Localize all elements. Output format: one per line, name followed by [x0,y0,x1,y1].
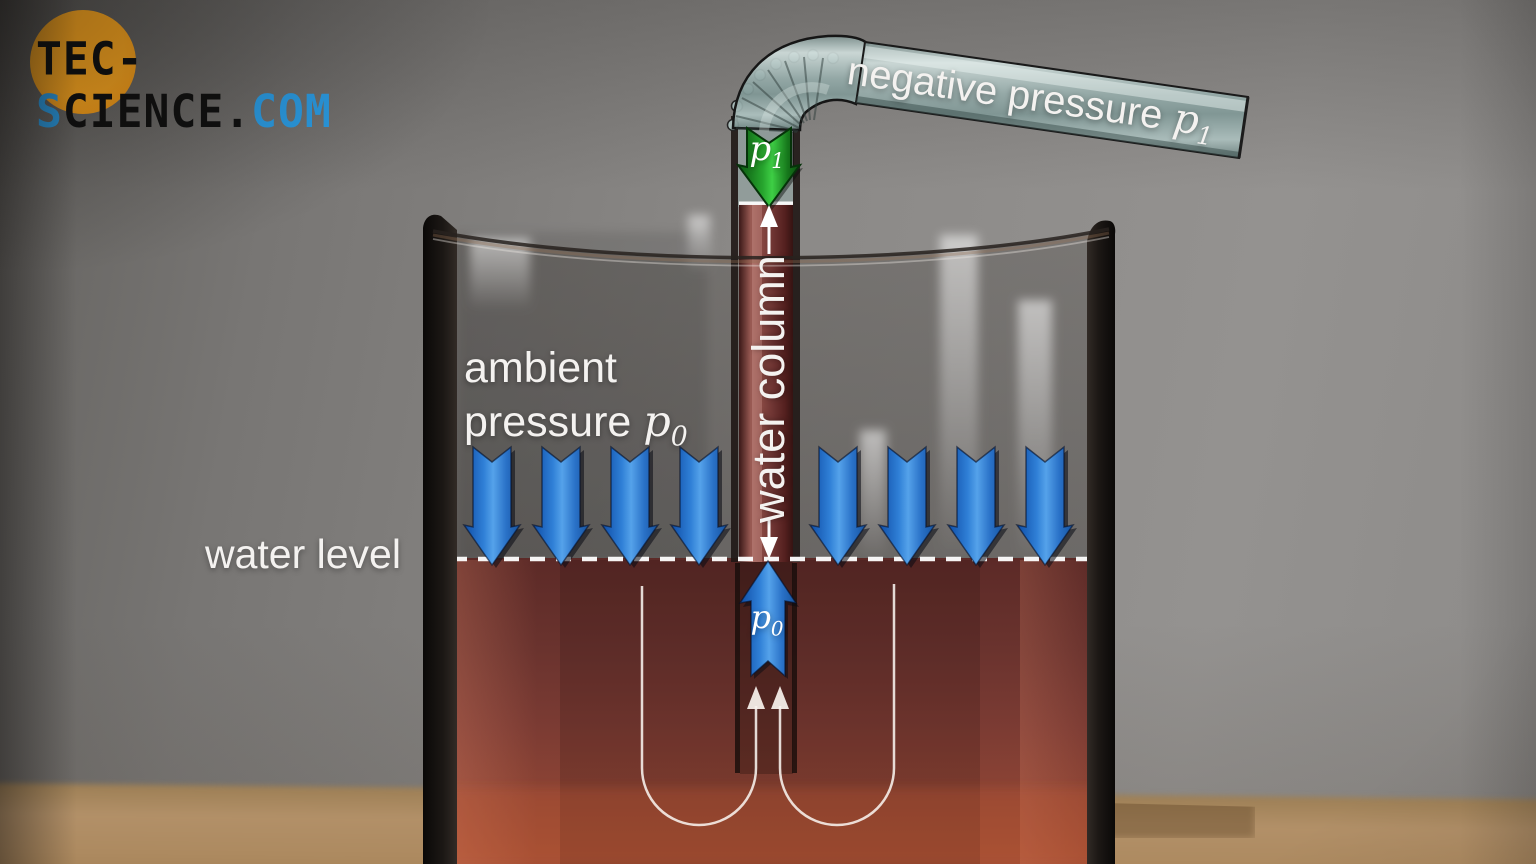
measurement-arrow [760,205,778,559]
p0-arrow-body [738,559,798,678]
glass-highlight-streak [860,430,886,560]
water-column-highlight [752,204,762,562]
glass-edges [423,214,1116,864]
glass-highlight-blob [470,238,530,310]
corrugation-ridge [803,56,811,121]
p0-up-arrow [738,559,799,679]
p1-arrow-body [735,126,803,209]
flow-arrowhead [771,686,789,709]
p1-down-arrow [735,126,803,210]
corrugation-ridge [813,57,824,121]
flow-lines [640,584,896,827]
glass-rim-tint [432,231,1110,264]
straw-mouthpiece-sheen [864,46,1247,112]
straw-bend [726,34,1250,160]
glass-rim [432,227,1110,260]
straw-elbow-sheen [759,82,830,132]
ambient-pressure-label: ambient pressure p0 [464,341,688,465]
straw-wall-right [793,116,800,562]
glass-wall-right [1087,220,1116,864]
ambient-label-line1: ambient [464,344,617,392]
glass-rim-highlight [432,236,1110,267]
negative-pressure-symbol: p1 [1170,94,1215,152]
corrugation-ridge [741,97,800,129]
corrugation-ridge [735,115,799,132]
straw-wall-left [731,116,738,562]
measurement-arrowhead-down [760,537,778,559]
corrugation-ridge [767,69,805,124]
corrugation-ridge [752,81,802,126]
straw-mouthpiece-shade [856,96,1240,158]
water-column-liquid [739,204,793,562]
glass-wall-left [423,214,457,864]
ambient-pressure-symbol: p0 [643,397,688,453]
flow-line-left [640,586,758,827]
flow-arrowhead [747,686,765,709]
logo-orange-circle-icon [30,10,136,114]
logo-text: TEC-SCIENCE.COM [36,33,332,139]
straw-mouth-opening [1237,96,1250,159]
flow-line-right [778,584,896,827]
p1-arrow-label: p1 [749,129,785,173]
water-body [443,558,1096,864]
p0-arrow-label: p0 [750,598,784,641]
water-glow [443,788,1096,864]
measurement-arrowhead-up [760,205,778,227]
water-level-label: water level [205,531,401,577]
corrugation-ridge [784,60,808,122]
ambient-label-line2: pressure p0 [464,397,688,453]
water-column-label: water column [743,255,794,523]
